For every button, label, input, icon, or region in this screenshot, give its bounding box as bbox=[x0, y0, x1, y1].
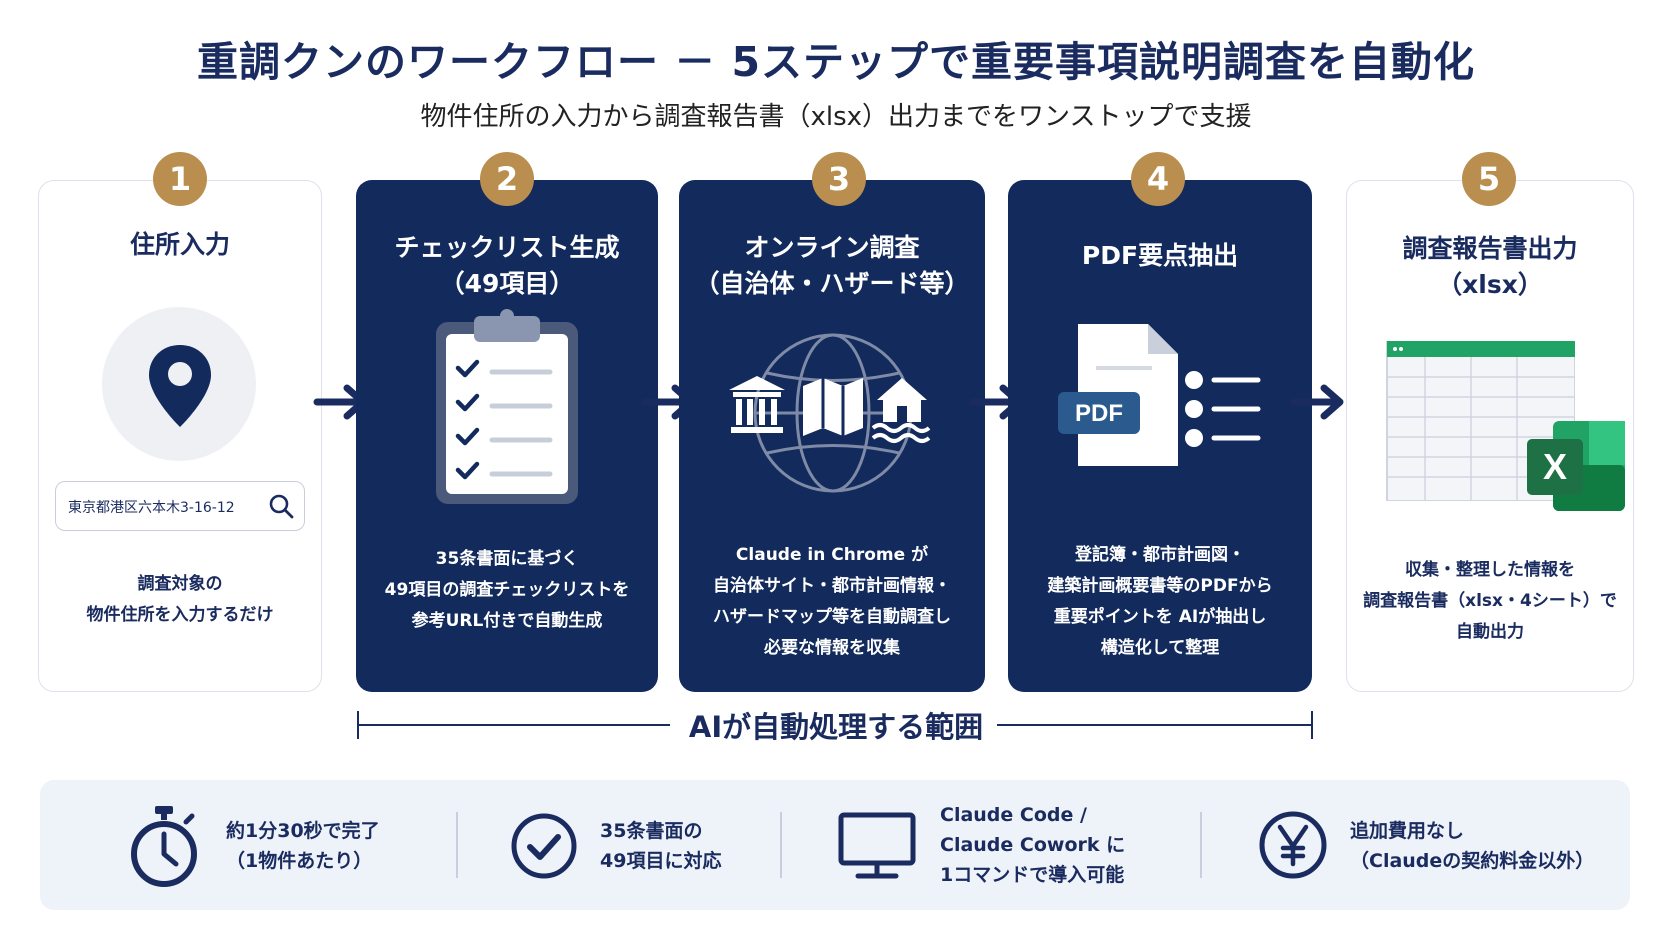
feature-bar: 約1分30秒で完了 （1物件あたり） 35条書面の 49項目に対応 Claude… bbox=[40, 780, 1630, 910]
step-1-desc: 調査対象の 物件住所を入力するだけ bbox=[39, 569, 321, 631]
feature-divider bbox=[456, 812, 458, 878]
address-input[interactable]: 東京都港区六本木3-16-12 bbox=[55, 481, 305, 531]
page-subtitle: 物件住所の入力から調査報告書（xlsx）出力までをワンストップで支援 bbox=[0, 96, 1672, 133]
feature-divider bbox=[780, 812, 782, 878]
map-pin-icon bbox=[147, 343, 213, 429]
step-2-card: チェックリスト生成 （49項目） 35条書面に基づく 49項目の調査チェックリス… bbox=[356, 180, 658, 692]
bullet-list-icon bbox=[1184, 368, 1264, 450]
yen-icon bbox=[1258, 810, 1328, 880]
pdf-label: PDF bbox=[1075, 400, 1123, 427]
clipboard-checklist-icon bbox=[434, 308, 580, 506]
excel-spreadsheet-icon: X bbox=[1525, 419, 1627, 513]
feature-time-text: 約1分30秒で完了 （1物件あたり） bbox=[226, 816, 380, 876]
search-icon[interactable] bbox=[268, 493, 294, 519]
step-3-card: オンライン調査 （自治体・ハザード等） bbox=[679, 180, 985, 692]
feature-divider bbox=[1200, 812, 1202, 878]
step-1-badge: 1 bbox=[153, 152, 207, 206]
arrow-right-icon bbox=[1290, 382, 1348, 422]
step-2-title: チェックリスト生成 （49項目） bbox=[356, 230, 658, 302]
step-5-card: 調査報告書出力 （xlsx） X 収集・整理した情報を 調査報告書（xlsx・4… bbox=[1346, 180, 1634, 692]
step-5-desc: 収集・整理した情報を 調査報告書（xlsx・4シート）で 自動出力 bbox=[1347, 555, 1633, 648]
step-3-desc: Claude in Chrome が 自治体サイト・都市計画情報・ ハザードマッ… bbox=[679, 540, 985, 664]
scope-line-right bbox=[997, 724, 1313, 726]
step-4-title: PDF要点抽出 bbox=[1008, 238, 1312, 274]
page-title: 重調クンのワークフロー － 5ステップで重要事項説明調査を自動化 bbox=[0, 28, 1672, 88]
step-4-badge: 4 bbox=[1131, 152, 1185, 206]
step-5-title: 調査報告書出力 （xlsx） bbox=[1347, 231, 1633, 303]
feature-install-text: Claude Code / Claude Cowork に 1コマンドで導入可能 bbox=[940, 800, 1125, 890]
step-5-badge: 5 bbox=[1462, 152, 1516, 206]
scope-bracket-right bbox=[1311, 711, 1313, 739]
step-1-card: 住所入力 東京都港区六本木3-16-12 調査対象の 物件住所を入力するだけ bbox=[38, 180, 322, 692]
step-4-card: PDF要点抽出 PDF 登記簿・都市計画図・ 建築計画概要書等のPDFから 重要… bbox=[1008, 180, 1312, 692]
feature-cost-text: 追加費用なし （Claudeの契約料金以外） bbox=[1350, 816, 1594, 876]
stopwatch-icon bbox=[128, 804, 200, 888]
feature-items-text: 35条書面の 49項目に対応 bbox=[600, 816, 721, 876]
address-value: 東京都港区六本木3-16-12 bbox=[68, 497, 235, 517]
excel-label: X bbox=[1543, 446, 1567, 487]
globe-research-icon bbox=[727, 328, 939, 498]
step-3-title: オンライン調査 （自治体・ハザード等） bbox=[679, 230, 985, 302]
step-2-desc: 35条書面に基づく 49項目の調査チェックリストを 参考URL付きで自動生成 bbox=[356, 544, 658, 637]
pdf-document-icon: PDF bbox=[1056, 322, 1188, 468]
step-3-badge: 3 bbox=[812, 152, 866, 206]
step-2-badge: 2 bbox=[480, 152, 534, 206]
monitor-icon bbox=[838, 812, 916, 882]
step-1-title: 住所入力 bbox=[39, 227, 321, 263]
ai-scope-label: AIが自動処理する範囲 bbox=[620, 704, 1052, 746]
check-circle-icon bbox=[510, 812, 578, 880]
step-4-desc: 登記簿・都市計画図・ 建築計画概要書等のPDFから 重要ポイントを AIが抽出し… bbox=[1008, 540, 1312, 664]
